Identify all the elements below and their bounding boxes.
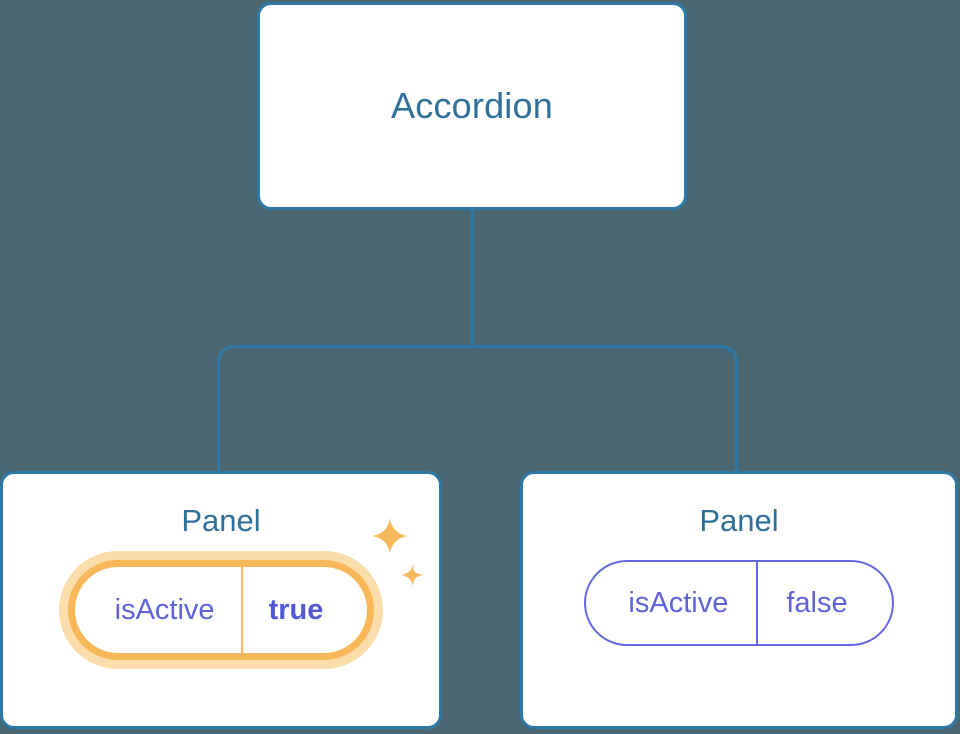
node-accordion[interactable]: Accordion bbox=[257, 2, 687, 210]
prop-value: false bbox=[786, 586, 848, 619]
node-panel-left[interactable]: Panel isActive true bbox=[0, 471, 442, 729]
prop-key: isActive bbox=[75, 567, 243, 654]
prop-pill-wrapper: isActive true bbox=[67, 518, 425, 661]
prop-value: true bbox=[268, 593, 324, 626]
sparkle-icon-small bbox=[400, 562, 426, 588]
node-title: Panel bbox=[181, 503, 261, 538]
prop-pill-isactive[interactable]: isActive true bbox=[67, 560, 375, 661]
node-title: Accordion bbox=[391, 85, 553, 127]
prop-pill-isactive[interactable]: isActive false bbox=[584, 560, 894, 647]
connector-branch-right bbox=[472, 345, 738, 471]
node-title: Panel bbox=[699, 503, 779, 538]
connector-branch-left bbox=[217, 345, 473, 471]
prop-pill-wrapper: isActive false bbox=[584, 560, 894, 647]
sparkle-icon bbox=[370, 516, 410, 556]
node-panel-right[interactable]: Panel isActive false bbox=[520, 471, 958, 729]
prop-key: isActive bbox=[586, 562, 759, 645]
